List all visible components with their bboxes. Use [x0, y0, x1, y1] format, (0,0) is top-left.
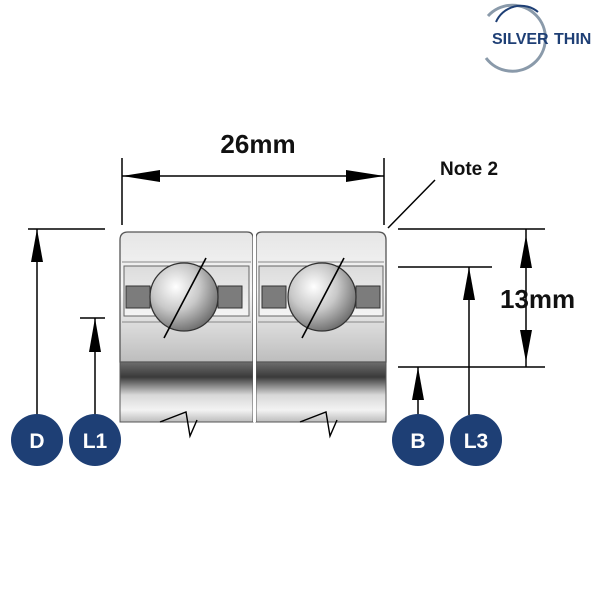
bearing-left: [119, 231, 254, 439]
badge-l3-label: L3: [464, 430, 489, 453]
cage-right-b: [355, 285, 381, 309]
ball-right: [287, 262, 357, 332]
contact-angle-line-right: [301, 257, 345, 339]
height-arrow-top: [520, 235, 532, 268]
height-label: 13mm: [500, 284, 575, 314]
badge-l3-circle: [450, 414, 502, 466]
badge-l1-circle: [69, 414, 121, 466]
b-arrow: [412, 367, 424, 400]
bearing-right: [255, 231, 387, 439]
silverthin-logo: SILVER THIN: [484, 3, 591, 73]
width-label: 26mm: [220, 129, 295, 159]
width-arrow-right: [346, 170, 384, 182]
d-arrow: [31, 229, 43, 262]
logo-ring: [484, 3, 547, 73]
contact-angle-line-left: [163, 257, 207, 339]
width-dimension: [121, 158, 385, 225]
note-label: Note 2: [440, 159, 498, 180]
cage-left-b: [217, 285, 243, 309]
badge-l1: L1: [69, 414, 121, 466]
l1-arrow: [89, 318, 101, 352]
logo-ring-accent: [495, 4, 539, 23]
badge-l3: L3: [450, 414, 502, 466]
left-dimensions: [28, 228, 105, 415]
width-arrow-left: [122, 170, 160, 182]
l3-arrow: [463, 267, 475, 300]
badge-l1-label: L1: [83, 430, 108, 453]
badge-d: D: [11, 414, 63, 466]
break-line-right: [299, 411, 338, 439]
badge-b-label: B: [410, 430, 425, 453]
right-dimensions: [398, 228, 545, 415]
bore-right: [255, 361, 387, 423]
logo-text-silver: SILVER: [492, 31, 549, 48]
height-arrow-bottom: [520, 330, 532, 362]
badge-b: B: [392, 414, 444, 466]
badge-b-circle: [392, 414, 444, 466]
ball-left: [149, 262, 219, 332]
bearing-pair: [119, 231, 387, 439]
badge-d-label: D: [29, 430, 44, 453]
note-leader-line: [387, 179, 436, 229]
logo-text-thin: THIN: [554, 31, 591, 48]
cage-left-a: [125, 285, 151, 309]
break-line-left: [159, 411, 198, 439]
badge-d-circle: [11, 414, 63, 466]
cage-right-a: [261, 285, 287, 309]
